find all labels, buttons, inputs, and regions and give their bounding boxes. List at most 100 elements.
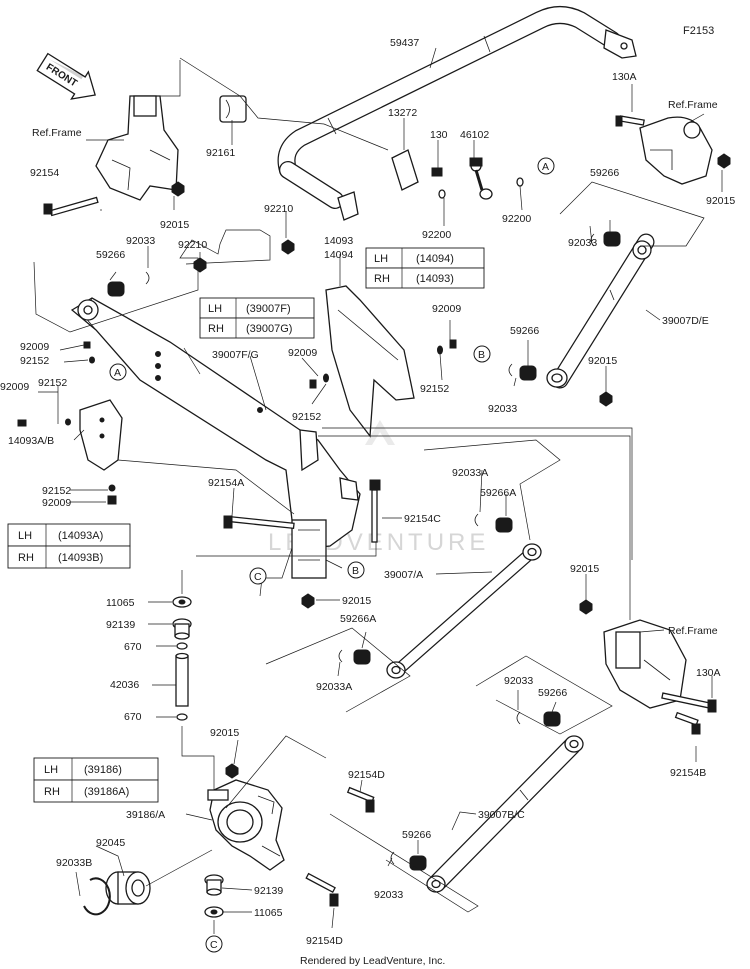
svg-text:A: A <box>542 161 549 173</box>
bolt-92154A[interactable] <box>223 515 295 530</box>
nut-92015-mid[interactable] <box>301 593 315 609</box>
table-14094-rh-val: (14093) <box>416 273 454 285</box>
knuckle-39186A[interactable] <box>207 779 285 871</box>
frame-bracket-right <box>603 619 687 709</box>
label-92139-top: 92139 <box>106 619 135 631</box>
footer-credit: Rendered by LeadVenture, Inc. <box>300 955 445 967</box>
bolt-92154-tl[interactable] <box>43 196 99 217</box>
label-92033-br: 92033 <box>504 675 533 687</box>
label-92200-b: 92200 <box>502 213 531 225</box>
label-670-top: 670 <box>124 641 142 653</box>
clip-92033-b[interactable] <box>508 363 513 377</box>
label-59266-bot: 59266 <box>402 829 431 841</box>
label-92015-tl: 92015 <box>160 219 189 231</box>
stabilizer-bar[interactable] <box>277 6 637 209</box>
clip-92033-tr[interactable] <box>590 233 595 247</box>
washer-92152-c[interactable] <box>108 484 116 492</box>
label-ref-frame-tl: Ref.Frame <box>32 127 82 139</box>
guard-14093-14094[interactable] <box>325 285 415 438</box>
table-14094-lh: LH <box>374 253 388 265</box>
lower-arm-39007BC[interactable] <box>426 735 584 893</box>
clip-92033-br[interactable] <box>516 711 521 725</box>
label-92033A-top: 92033A <box>452 467 488 479</box>
bolt-92009-a[interactable] <box>83 341 91 349</box>
washer-92152-guard-b[interactable] <box>323 373 329 383</box>
nut-92200-b[interactable] <box>516 177 524 187</box>
upper-arm-39007DE[interactable] <box>546 233 655 389</box>
stabilizer-clamp-92161[interactable] <box>219 95 247 123</box>
washer-11065-top[interactable] <box>172 596 192 608</box>
nut-92015-hub[interactable] <box>225 763 239 779</box>
label-92154B: 92154B <box>670 767 706 779</box>
frame-bracket-top-left <box>95 95 179 201</box>
label-92033-bot: 92033 <box>374 889 403 901</box>
bushing-59266A-mid[interactable] <box>353 649 371 665</box>
label-39007A: 39007/A <box>384 569 423 581</box>
bolt-92154D-a[interactable] <box>346 786 375 813</box>
nut-92200-a[interactable] <box>438 189 446 199</box>
label-92009-a: 92009 <box>432 303 461 315</box>
washer-92152-guard[interactable] <box>437 345 443 355</box>
label-130: 130 <box>430 129 448 141</box>
oring-670-top[interactable] <box>176 642 188 650</box>
bushing-59266-l[interactable] <box>107 281 125 297</box>
bushing-59266-bot[interactable] <box>409 855 427 871</box>
bushing-59266A-top[interactable] <box>495 517 513 533</box>
bolt-92154D-b[interactable] <box>305 872 339 907</box>
bolt-92009-d[interactable] <box>107 495 117 505</box>
label-92152-b: 92152 <box>38 377 67 389</box>
nut-92210-a[interactable] <box>281 239 295 255</box>
clip-92033-l[interactable] <box>145 271 150 285</box>
oring-670-bot[interactable] <box>176 713 188 721</box>
clip-92033A-top[interactable] <box>474 513 479 527</box>
stabilizer-link-46102[interactable] <box>469 157 493 200</box>
leader-lines <box>33 47 723 934</box>
nut-92015-b[interactable] <box>599 391 613 407</box>
bushing-92139-bot[interactable] <box>204 874 224 896</box>
lower-arm-39007A[interactable] <box>386 543 542 679</box>
label-92210-b: 92210 <box>178 239 207 251</box>
bushing-59266-b[interactable] <box>519 365 537 381</box>
bolt-130A-top[interactable] <box>615 115 645 127</box>
nut-92015-tr[interactable] <box>717 153 731 169</box>
label-59266-br: 59266 <box>538 687 567 699</box>
nut-92015-r[interactable] <box>579 599 593 615</box>
label-92015-r: 92015 <box>570 563 599 575</box>
nut-92210-b[interactable] <box>193 257 207 273</box>
pin-42036[interactable] <box>175 652 189 707</box>
bearing-92045[interactable] <box>105 871 151 905</box>
bolt-92154B[interactable] <box>674 711 701 735</box>
bolt-92009-c[interactable] <box>17 419 27 427</box>
label-92154C: 92154C <box>404 513 441 525</box>
nut-92015-tl[interactable] <box>171 181 185 197</box>
watermark-logo <box>365 420 395 445</box>
washer-92152-b[interactable] <box>65 418 71 426</box>
bolt-92154C[interactable] <box>369 479 381 543</box>
bushing-92139-top[interactable] <box>172 618 192 640</box>
washer-11065-bot[interactable] <box>204 906 224 918</box>
table-39007-rh-val: (39007G) <box>246 323 292 335</box>
trailing-arm-39007FG[interactable] <box>70 297 361 579</box>
diagram-code: F2153 <box>683 25 714 37</box>
guard-14093AB[interactable] <box>79 399 123 471</box>
label-92045: 92045 <box>96 837 125 849</box>
bolt-130A-r[interactable] <box>661 692 717 713</box>
clip-92033A-mid[interactable] <box>338 649 343 663</box>
label-ref-frame-tr: Ref.Frame <box>668 99 718 111</box>
label-92152-d: 92152 <box>292 411 321 423</box>
label-42036: 42036 <box>110 679 139 691</box>
bolt-92009-guard[interactable] <box>449 339 457 349</box>
label-92033-b: 92033 <box>488 403 517 415</box>
bolt-130[interactable] <box>431 167 443 177</box>
callout-A1: A <box>537 157 555 175</box>
bushing-59266-tr[interactable] <box>603 231 621 247</box>
bolt-92009-guard-b[interactable] <box>309 379 317 389</box>
washer-92152-a[interactable] <box>89 356 95 364</box>
label-92009-c: 92009 <box>288 347 317 359</box>
lhrh-table-39186: LH (39186) RH (39186A) <box>33 757 159 803</box>
circlip-92033B[interactable] <box>83 877 111 916</box>
label-39007DE: 39007D/E <box>662 315 709 327</box>
label-59266-b: 59266 <box>510 325 539 337</box>
stabilizer-bracket-13272[interactable] <box>337 149 419 221</box>
bushing-59266-br[interactable] <box>543 711 561 727</box>
